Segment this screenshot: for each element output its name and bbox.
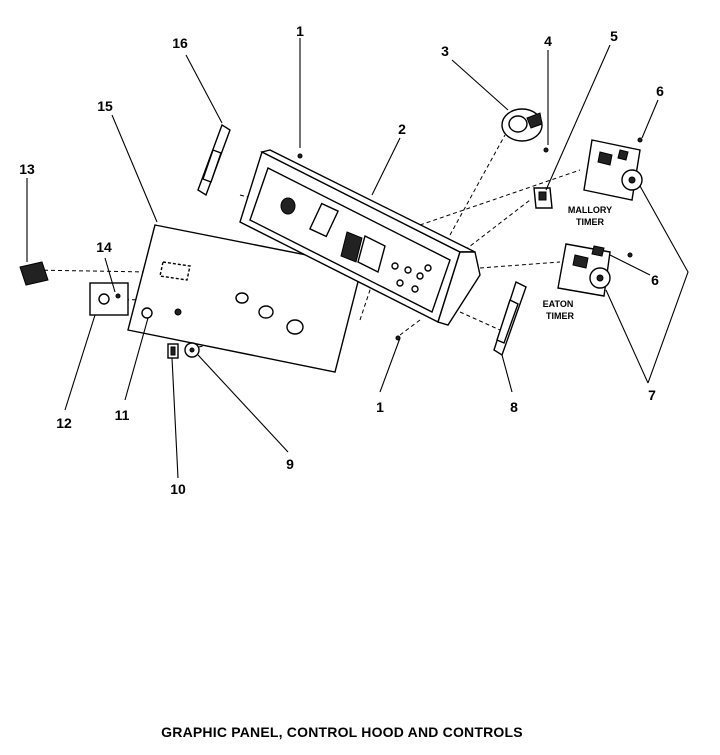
mallory-timer-label-1: MALLORY	[568, 205, 612, 215]
eaton-timer-part	[557, 243, 633, 297]
callout-11: 11	[115, 407, 130, 423]
callout-9: 9	[286, 456, 294, 472]
callout-6-top: 6	[656, 83, 664, 99]
callout-10: 10	[170, 481, 186, 497]
callout-13: 13	[19, 161, 35, 177]
callout-5: 5	[610, 28, 618, 44]
callout-8: 8	[510, 399, 518, 415]
callout-7: 7	[648, 387, 656, 403]
part-13-block	[19, 261, 49, 286]
callout-6-bottom: 6	[651, 272, 659, 288]
leader-lines	[26, 38, 689, 479]
part-15-graphic-panel	[127, 224, 363, 373]
part-11-knob	[141, 307, 182, 319]
callout-1-top: 1	[296, 23, 304, 39]
part-16-left-end-cap	[197, 123, 231, 197]
part-10-clip	[167, 343, 179, 359]
mallory-timer-part	[583, 137, 643, 201]
callout-12: 12	[56, 415, 72, 431]
callout-labels: 1 2 3 4 5 6 6 7 8 1 9 10 11 12 13 14 15 …	[19, 23, 664, 497]
callout-1-bottom: 1	[376, 399, 384, 415]
part-9-washer	[184, 342, 200, 358]
callout-16: 16	[172, 35, 188, 51]
timer-labels: MALLORY TIMER EATON TIMER	[543, 205, 612, 321]
part-3-switch	[501, 108, 549, 153]
callout-14: 14	[96, 239, 112, 255]
callout-15: 15	[97, 98, 113, 114]
part-5-small-switch	[533, 187, 553, 209]
diagram-title: GRAPHIC PANEL, CONTROL HOOD AND CONTROLS	[161, 724, 523, 740]
eaton-timer-label-1: EATON	[543, 299, 574, 309]
part-12-bracket	[89, 282, 129, 316]
mallory-timer-label-2: TIMER	[576, 217, 604, 227]
part-2-control-hood	[239, 149, 481, 341]
callout-2: 2	[398, 121, 406, 137]
callout-3: 3	[441, 43, 449, 59]
part-8-right-end-cap	[493, 281, 527, 357]
callout-4: 4	[544, 33, 552, 49]
eaton-timer-label-2: TIMER	[546, 311, 574, 321]
